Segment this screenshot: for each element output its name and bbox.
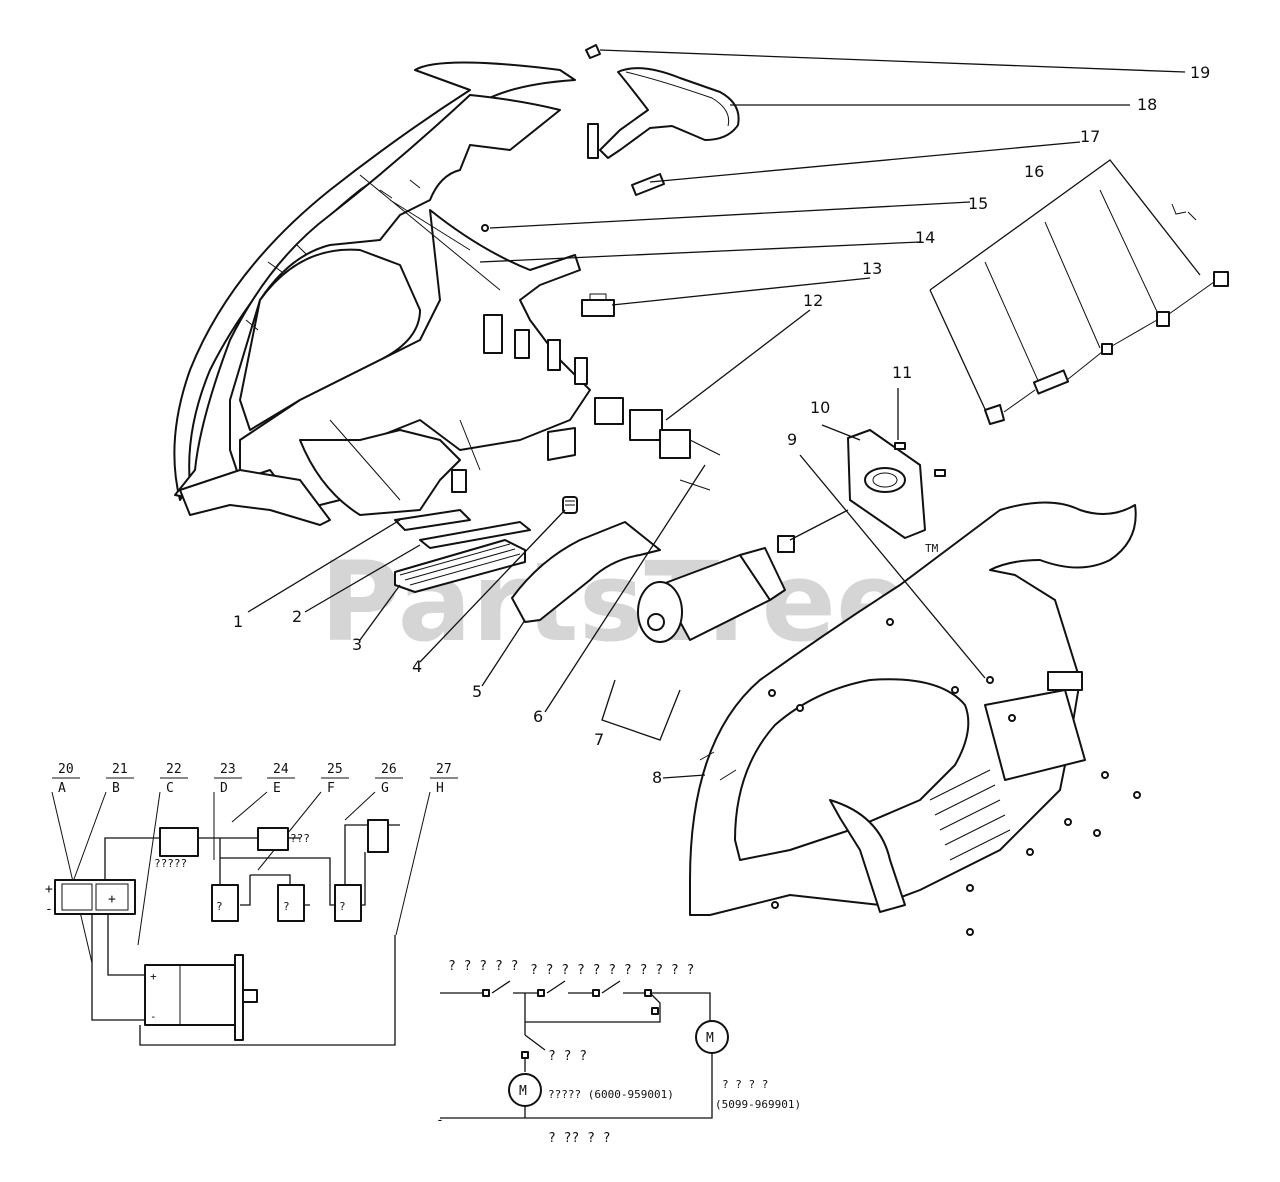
part-7-motor xyxy=(637,509,849,643)
part-16-cord-assembly xyxy=(929,159,1229,425)
wire-num-21: 21 xyxy=(112,762,128,777)
motor-minus: - xyxy=(150,1010,157,1023)
callout-16: 16 xyxy=(1024,162,1044,181)
callout-17: 17 xyxy=(1080,127,1100,146)
callout-2: 2 xyxy=(292,607,302,626)
upper-hardware xyxy=(451,314,588,493)
part-19-clip xyxy=(585,44,601,59)
callout-labels: 1 2 3 4 5 6 7 8 9 10 11 12 13 14 15 16 1… xyxy=(233,63,1210,787)
callout-13: 13 xyxy=(862,259,882,278)
callout-14: 14 xyxy=(915,228,935,247)
part-12-switch-assembly xyxy=(594,397,721,491)
wire-letter-b: B xyxy=(112,781,120,796)
callout-8: 8 xyxy=(652,768,662,787)
switch-c-label: ????? xyxy=(154,857,187,870)
part-10-bracket xyxy=(847,429,926,539)
part-11-screws xyxy=(894,442,946,477)
part-17-clip xyxy=(631,173,665,196)
schematic-bottom-label: ? ?? ? ? xyxy=(548,1131,611,1146)
callout-12: 12 xyxy=(803,291,823,310)
schematic-label-a: ? ? ? ? ? xyxy=(448,959,518,974)
battery-plus: + xyxy=(45,882,53,897)
callout-4: 4 xyxy=(412,657,422,676)
wire-letter-c: C xyxy=(166,781,174,796)
part-4-knob xyxy=(562,496,578,514)
wire-num-23: 23 xyxy=(220,762,236,777)
wire-letter-d: D xyxy=(220,781,228,796)
callout-1: 1 xyxy=(233,612,243,631)
battery-minus: - xyxy=(45,902,53,917)
leader-lines xyxy=(247,49,1186,779)
schematic-motor-2: M xyxy=(706,1031,714,1046)
switch-d-q: ? xyxy=(216,900,223,913)
wire-num-22: 22 xyxy=(166,762,182,777)
wire-num-27: 27 xyxy=(436,762,452,777)
part-3-switch-block xyxy=(394,539,526,593)
schematic-motor-1-note: ????? (6000-959001) xyxy=(548,1088,674,1101)
upper-housing xyxy=(173,61,591,526)
switch-g-q: ? xyxy=(339,900,346,913)
part-13-connector xyxy=(581,293,615,317)
schematic: ? ? ? ? ? ? ? ? ? ? ? ? ? ? ? ? ? ? ? M … xyxy=(436,959,801,1146)
wire-letter-e: E xyxy=(273,781,281,796)
wire-letter-a: A xyxy=(58,781,66,796)
wire-letter-h: H xyxy=(436,781,444,796)
wire-num-20: 20 xyxy=(58,762,74,777)
wire-num-26: 26 xyxy=(381,762,397,777)
schematic-label-c: ? ? ? xyxy=(548,1049,587,1064)
wiring-diagram: 20 21 22 23 24 25 26 27 A B C D E F G H … xyxy=(45,762,458,1046)
switch-f-q: ? xyxy=(283,900,290,913)
part-15-screw xyxy=(481,224,489,232)
callout-10: 10 xyxy=(810,398,830,417)
wire-num-24: 24 xyxy=(273,762,289,777)
part-7-bracket-lines xyxy=(601,679,681,741)
lower-housing xyxy=(689,501,1137,916)
schematic-label-b: ? ? ? ? ? ? ? ? ? ? ? xyxy=(530,963,694,978)
wire-letter-g: G xyxy=(381,781,389,796)
wire-num-25: 25 xyxy=(327,762,343,777)
part-18-handle xyxy=(587,67,740,159)
battery-inner-plus: + xyxy=(108,892,116,907)
callout-19: 19 xyxy=(1190,63,1210,82)
wire-letter-f: F xyxy=(327,781,335,796)
part-2-cover xyxy=(419,521,531,549)
callout-5: 5 xyxy=(472,682,482,701)
callout-9: 9 xyxy=(787,430,797,449)
lower-housing-screws xyxy=(768,618,1141,936)
callout-18: 18 xyxy=(1137,95,1157,114)
callout-7: 7 xyxy=(594,730,604,749)
part-5-lever xyxy=(511,521,661,623)
watermark-tm: TM xyxy=(925,542,939,555)
schematic-motor-1: M xyxy=(519,1084,527,1099)
part-1-plate xyxy=(394,509,471,531)
callout-6: 6 xyxy=(533,707,543,726)
schematic-minus: - xyxy=(436,1113,444,1128)
schematic-motor-2-q: ? ? ? ? xyxy=(722,1078,768,1091)
callout-15: 15 xyxy=(968,194,988,213)
callout-11: 11 xyxy=(892,363,912,382)
motor-plus: + xyxy=(150,970,157,983)
callout-3: 3 xyxy=(352,635,362,654)
schematic-motor-2-note: (5099-969901) xyxy=(715,1098,801,1111)
